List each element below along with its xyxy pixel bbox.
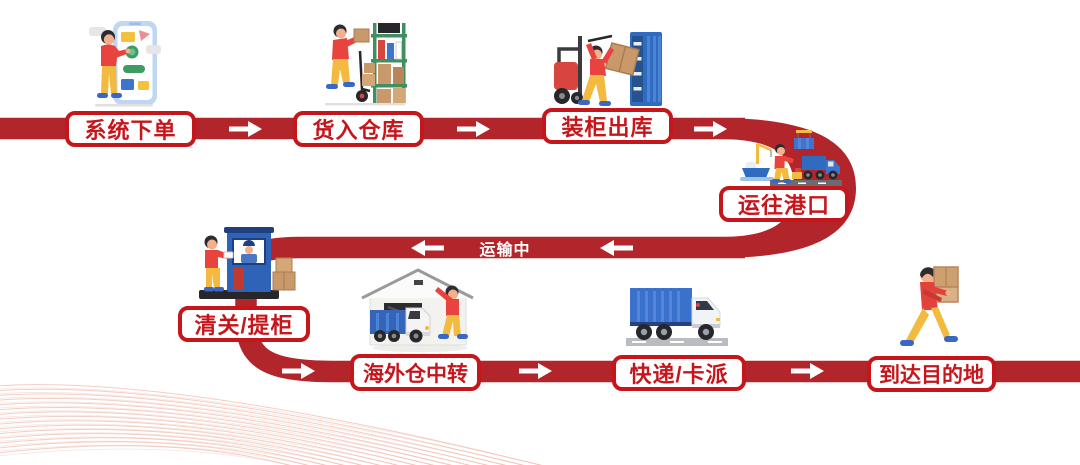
carrying-boxes-illustration <box>900 266 959 346</box>
step-box-destination: 到达目的地 <box>867 356 996 392</box>
transit-status-label: 运输中 <box>479 242 531 259</box>
overseas-warehouse-illustration <box>361 268 474 352</box>
port-crane-illustration <box>740 130 842 186</box>
step-box-to-port: 运往港口 <box>719 186 849 222</box>
speech-bubble-icon <box>146 45 161 54</box>
warehouse-shelf-illustration <box>325 23 407 106</box>
speech-bubble-icon <box>89 27 106 36</box>
ship-icon <box>742 168 770 178</box>
right-u-turn <box>718 118 856 258</box>
officer-cap-icon <box>243 240 255 246</box>
truck-icon <box>802 156 826 170</box>
step-box-goods-in: 货入仓库 <box>293 111 424 147</box>
arrow-left-icon <box>600 240 633 256</box>
arrow-left-icon <box>411 240 444 256</box>
hand-truck-icon <box>358 50 371 93</box>
arrow-right-icon <box>519 363 552 379</box>
confirm-button-icon <box>123 65 145 73</box>
arrow-right-icon <box>229 121 262 137</box>
forklift-icon <box>554 62 578 90</box>
step-box-customs-pickup: 清关/提柜 <box>178 306 310 342</box>
step-box-container-out: 装柜出库 <box>542 108 673 144</box>
step-box-overseas-transfer: 海外仓中转 <box>350 354 481 391</box>
customs-booth-illustration <box>199 227 296 299</box>
phone-order-illustration <box>89 21 161 107</box>
container-truck-illustration <box>626 288 728 346</box>
arrow-right-icon <box>791 363 824 379</box>
arrow-right-icon <box>457 121 490 137</box>
arrow-right-icon <box>694 121 727 137</box>
crane-spreader-icon <box>796 130 812 133</box>
arrow-right-icon <box>282 363 315 379</box>
step-box-express-truck: 快递/卡派 <box>612 355 746 391</box>
app-tile-icon <box>121 32 135 42</box>
corner-wave-decoration <box>0 384 543 465</box>
forklift-container-illustration <box>554 32 664 111</box>
step-box-system-order: 系统下单 <box>65 111 196 147</box>
